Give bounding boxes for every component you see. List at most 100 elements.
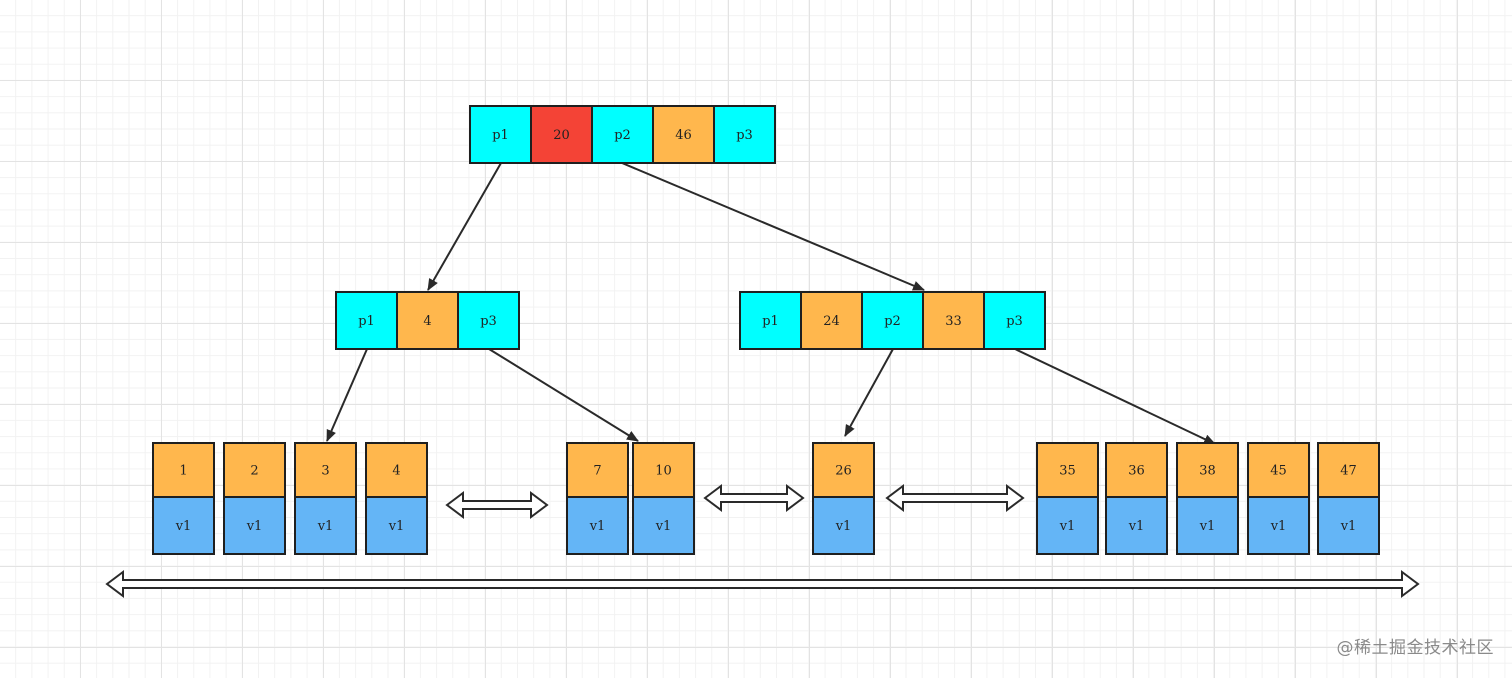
leaf-4-key-45: 45 [1247, 442, 1310, 498]
leaf-4-value-47-box [1317, 496, 1380, 555]
leaf-1-key-4: 4 [365, 442, 428, 498]
internal-right-cell-24: 24 [800, 291, 863, 350]
leaf-3-value-26-label: v1 [835, 519, 852, 534]
leaf-1-value-4-label: v1 [388, 519, 405, 534]
root-cell-20-box [530, 105, 593, 164]
root-cell-p1-box [469, 105, 532, 164]
internal-left-cell-p3-label: p3 [480, 314, 497, 329]
internal-right-cell-33-label: 33 [945, 314, 962, 329]
root-cell-46-label: 46 [675, 128, 692, 143]
leaf-4-value-35-label: v1 [1059, 519, 1076, 534]
leaf-1-value-4: v1 [365, 496, 428, 555]
leaf-1-value-4-box [365, 496, 428, 555]
leaf-4-value-45: v1 [1247, 496, 1310, 555]
root-cell-p3-label: p3 [736, 128, 753, 143]
internal-right-cell-p3-box [983, 291, 1046, 350]
leaf-1-key-2: 2 [223, 442, 286, 498]
leaf-2-value-10-box [632, 496, 695, 555]
sibling-link-leaf-2-leaf-3 [703, 484, 805, 512]
root-cell-46: 46 [652, 105, 715, 164]
leaf-4-value-38-label: v1 [1199, 519, 1216, 534]
leaf-4-key-36-box [1105, 442, 1168, 498]
leaf-2-value-7-box [566, 496, 629, 555]
internal-right-cell-24-box [800, 291, 863, 350]
leaf-1-value-1-label: v1 [175, 519, 192, 534]
leaf-4-value-36: v1 [1105, 496, 1168, 555]
leaf-4-key-38: 38 [1176, 442, 1239, 498]
leaf-sibling-links [105, 484, 1420, 598]
leaf-4-value-38: v1 [1176, 496, 1239, 555]
leaf-4-key-36: 36 [1105, 442, 1168, 498]
internal-left-node: p1 4 p3 [335, 291, 520, 350]
internal-right-cell-24-label: 24 [823, 314, 840, 329]
internal-right-cell-p3-label: p3 [1006, 314, 1023, 329]
leaf-3-value-26-box [812, 496, 875, 555]
leaf-4-key-47-label: 47 [1340, 464, 1357, 479]
leaf-3-key-26-label: 26 [835, 464, 852, 479]
edge-internal-right-p3-to-leaf-4 [1014, 348, 1216, 445]
leaf-2-value-10: v1 [632, 496, 695, 555]
edge-root-p1-to-internal-left [427, 162, 502, 291]
leaf-4-key-35: 35 [1036, 442, 1099, 498]
internal-right-cell-p1-label: p1 [762, 314, 779, 329]
leaf-4-key-47-box [1317, 442, 1380, 498]
leaf-2-key-7-box [566, 442, 629, 498]
root-cell-p2-label: p2 [614, 128, 631, 143]
internal-right-cell-33-box [922, 291, 985, 350]
leaf-4-key-36-label: 36 [1128, 464, 1145, 479]
internal-left-cell-p1: p1 [335, 291, 398, 350]
root-cell-p1: p1 [469, 105, 532, 164]
leaf-1-value-2: v1 [223, 496, 286, 555]
leaf-1-key-1-box [152, 442, 215, 498]
internal-left-cell-p1-label: p1 [358, 314, 375, 329]
leaf-4-key-38-label: 38 [1199, 464, 1216, 479]
leaf-1-key-4-label: 4 [392, 464, 400, 479]
edge-root-p2-to-internal-right [621, 162, 925, 291]
root-cell-p2-box [591, 105, 654, 164]
leaf-1-value-1-box [152, 496, 215, 555]
leaf-1-value-2-box [223, 496, 286, 555]
internal-right-cell-p2: p2 [861, 291, 924, 350]
leaf-4-value-35-box [1036, 496, 1099, 555]
internal-right-cell-33: 33 [922, 291, 985, 350]
leaf-2-value-7-label: v1 [589, 519, 606, 534]
internal-left-cell-4: 4 [396, 291, 459, 350]
leaf-chain-link-all [105, 570, 1420, 598]
leaf-4-value-38-box [1176, 496, 1239, 555]
leaf-4-value-47-label: v1 [1340, 519, 1357, 534]
leaf-4-value-36-box [1105, 496, 1168, 555]
leaf-1-value-3-box [294, 496, 357, 555]
leaf-4-value-45-label: v1 [1270, 519, 1287, 534]
leaf-1-value-1: v1 [152, 496, 215, 555]
leaf-2-key-10-label: 10 [655, 464, 672, 479]
leaf-1-key-1: 1 [152, 442, 215, 498]
watermark: @稀土掘金技术社区 [1336, 638, 1494, 658]
root-cell-p1-label: p1 [492, 128, 509, 143]
internal-right-cell-p3: p3 [983, 291, 1046, 350]
leaf-3-node: 26 v1 [812, 442, 875, 555]
leaf-4-value-35: v1 [1036, 496, 1099, 555]
internal-right-node: p1 24 p2 33 p3 [739, 291, 1046, 350]
leaf-1-value-2-label: v1 [246, 519, 263, 534]
root-node: p1 20 p2 46 p3 [469, 105, 776, 164]
leaf-4-key-47: 47 [1317, 442, 1380, 498]
leaf-1-value-3: v1 [294, 496, 357, 555]
internal-left-cell-4-label: 4 [423, 314, 431, 329]
tree-edges [326, 162, 1216, 445]
root-cell-p2: p2 [591, 105, 654, 164]
leaf-4-value-45-box [1247, 496, 1310, 555]
leaf-4-key-45-label: 45 [1270, 464, 1287, 479]
leaf-3-key-26-box [812, 442, 875, 498]
leaf-4-value-36-label: v1 [1128, 519, 1145, 534]
leaf-1-key-3: 3 [294, 442, 357, 498]
internal-left-cell-p3: p3 [457, 291, 520, 350]
leaf-1-key-2-label: 2 [250, 464, 258, 479]
internal-right-cell-p1: p1 [739, 291, 802, 350]
leaf-2-value-10-label: v1 [655, 519, 672, 534]
internal-left-cell-p3-box [457, 291, 520, 350]
root-cell-20: 20 [530, 105, 593, 164]
